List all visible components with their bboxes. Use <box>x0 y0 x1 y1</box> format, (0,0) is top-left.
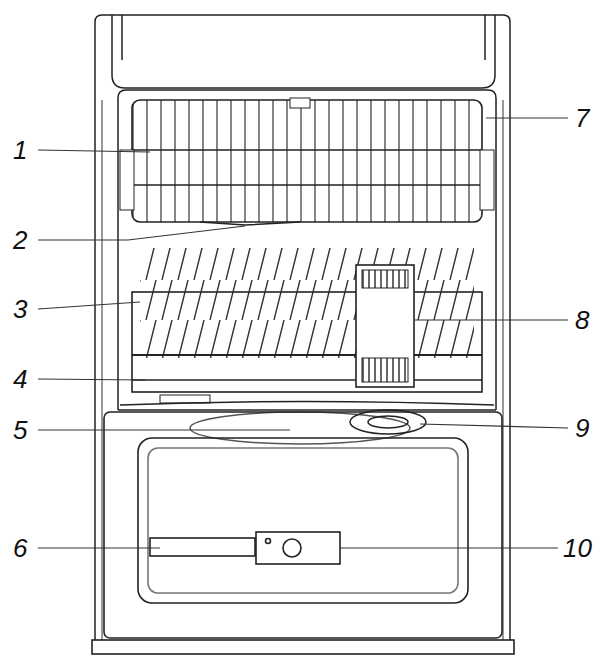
rack-rail <box>132 184 482 185</box>
leader-line <box>38 150 150 152</box>
rack-frame <box>132 100 482 222</box>
lower-spray-arm <box>190 412 410 444</box>
leader-line <box>420 424 568 428</box>
leader-line <box>38 429 290 430</box>
dispenser-cap <box>283 539 301 557</box>
callout-number: 4 <box>12 364 28 394</box>
door <box>92 412 514 654</box>
leader-line <box>38 302 140 309</box>
leader-line <box>340 547 558 548</box>
callout-number: 7 <box>574 103 590 133</box>
upper-spray-arm <box>200 222 300 225</box>
rack-rail <box>132 354 482 356</box>
cutlery-basket <box>356 265 414 387</box>
callout-number: 2 <box>12 225 28 255</box>
tub <box>118 90 496 410</box>
lower-rack <box>132 248 482 403</box>
cabinet-sides <box>95 15 510 640</box>
dispenser-indicator <box>266 539 271 544</box>
rinse-aid-dispenser <box>150 538 255 556</box>
filter-center <box>368 416 408 428</box>
door-seal <box>101 100 103 640</box>
leader-line <box>38 226 245 240</box>
door-hinge-line <box>118 409 496 411</box>
filter <box>350 410 426 434</box>
callout-number: 8 <box>574 305 590 335</box>
callout-number: 9 <box>574 413 590 443</box>
rack-tines <box>140 248 474 358</box>
top-spray-nozzle <box>290 98 310 108</box>
panel-edge <box>484 15 486 60</box>
base <box>92 640 514 654</box>
leader-line <box>486 117 568 118</box>
panel-edge <box>121 15 123 60</box>
callout-number: 6 <box>12 533 28 563</box>
control-panel <box>112 15 495 88</box>
callout-number: 3 <box>12 294 28 324</box>
rack-rail <box>132 379 482 380</box>
cabinet <box>95 15 510 640</box>
detergent-dispenser <box>256 532 340 564</box>
leader-line <box>38 547 160 548</box>
door-inner-recess <box>148 448 458 593</box>
basket-grid <box>362 358 408 382</box>
basket-grid <box>362 270 408 288</box>
leader-line <box>38 379 145 380</box>
door-outer <box>104 412 502 638</box>
callout-number: 5 <box>12 415 28 445</box>
leader-line <box>414 319 568 320</box>
floor-edge <box>120 402 494 406</box>
rack-rail <box>132 149 482 150</box>
rack-roller <box>120 150 134 210</box>
leader-lines <box>38 118 568 548</box>
door-inner-panel <box>138 438 468 603</box>
callout-number: 1 <box>12 135 28 165</box>
rack-roller <box>480 150 494 210</box>
callout-number: 10 <box>562 533 593 563</box>
upper-rack <box>120 98 494 225</box>
